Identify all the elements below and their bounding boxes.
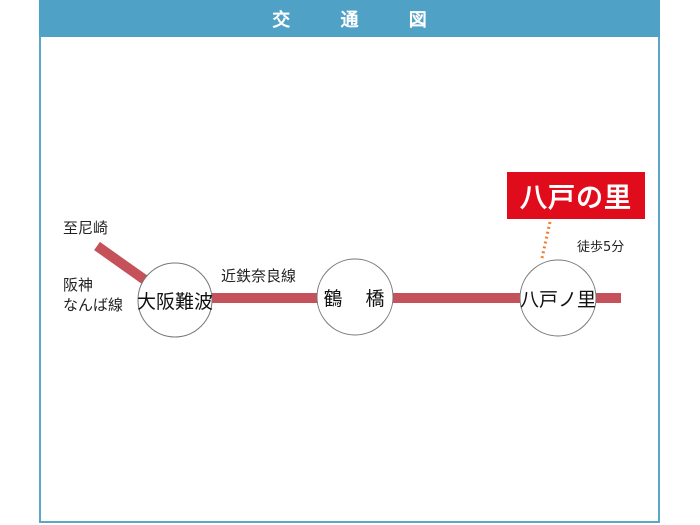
kintetsu-line-name: 近鉄奈良線 [221, 267, 297, 285]
station-yaenosato: 八戸ノ里 [520, 288, 597, 311]
direction-label: 至尼崎 [63, 219, 109, 237]
hanshin-line-segment [94, 241, 148, 285]
station-tsuruhashi: 鶴 橋 [323, 287, 387, 310]
walk-path [540, 221, 552, 259]
station-circle-tsuruhashi [316, 258, 394, 336]
station-circle-osaka-namba [137, 262, 213, 338]
hanshin-line-name-1: 阪神 [63, 276, 94, 294]
walk-time-label: 徒歩5分 [577, 240, 625, 255]
station-circle-yaenosato [519, 259, 597, 337]
station-osaka-namba: 大阪難波 [137, 290, 214, 313]
hanshin-line-name-2: なんば線 [63, 296, 124, 314]
page-title: 交 通 図 [39, 0, 660, 37]
destination-badge: 八戸の里 [507, 172, 645, 219]
